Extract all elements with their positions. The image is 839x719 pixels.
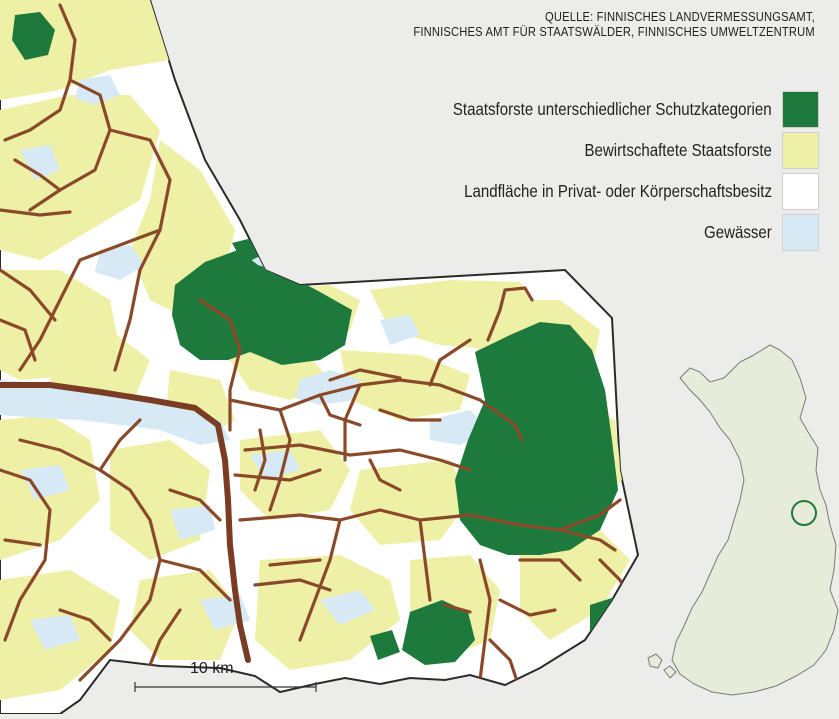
legend-item-protected-forest: Staatsforste unterschiedlicher Schutzkat…	[401, 91, 819, 128]
road-network	[0, 3, 632, 692]
legend-swatch	[782, 132, 819, 169]
source-line-1: QUELLE: FINNISCHES LANDVERMESSUNGSAMT,	[545, 9, 815, 24]
scale-label: 10 km	[190, 660, 234, 677]
legend-item-private-land: Landfläche in Privat- oder Körperschafts…	[401, 173, 819, 210]
legend-item-water: Gewässer	[401, 214, 819, 251]
source-attribution: QUELLE: FINNISCHES LANDVERMESSUNGSAMT, F…	[413, 9, 815, 39]
finland-inset-map	[647, 344, 839, 696]
scale-bar	[134, 682, 317, 692]
protected-forest-areas	[12, 12, 630, 665]
legend-label: Staatsforste unterschiedlicher Schutzkat…	[453, 99, 772, 119]
legend-label: Bewirtschaftete Staatsforste	[584, 140, 772, 160]
legend-item-managed-forest: Bewirtschaftete Staatsforste	[401, 132, 819, 169]
aland-islands	[647, 653, 677, 679]
finland-outline	[671, 344, 839, 696]
legend-swatch	[782, 214, 819, 251]
legend-swatch	[782, 173, 819, 210]
map-legend: Staatsforste unterschiedlicher Schutzkat…	[401, 91, 819, 256]
region-highlight-circle	[791, 500, 817, 526]
major-highway	[0, 382, 251, 663]
legend-label: Gewässer	[704, 222, 772, 242]
legend-swatch	[782, 91, 819, 128]
legend-label: Landfläche in Privat- oder Körperschafts…	[464, 181, 772, 201]
source-line-2: FINNISCHES AMT FÜR STAATSWÄLDER, FINNISC…	[413, 24, 815, 39]
